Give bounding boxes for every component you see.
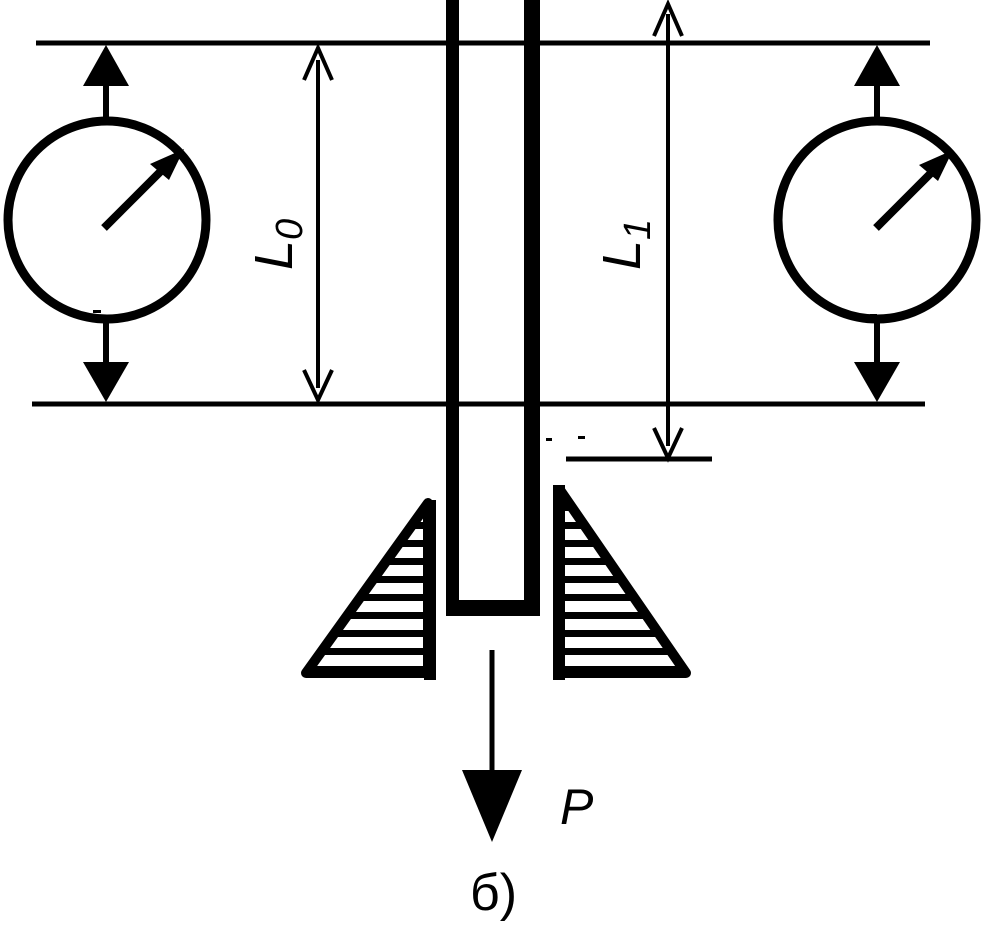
right-dial-gauge	[773, 45, 981, 402]
left-dial-gauge	[3, 45, 211, 402]
force-label: P	[560, 779, 594, 835]
right-down-arrow-icon	[854, 362, 900, 402]
l1-label: L1	[592, 219, 659, 270]
left-grip-wedge	[301, 498, 436, 680]
left-up-arrow-icon	[83, 45, 129, 86]
left-down-arrow-icon	[83, 362, 129, 402]
scan-mark	[578, 436, 585, 439]
right-grip-wedge	[553, 485, 691, 680]
scan-mark	[546, 438, 552, 441]
right-up-arrow-icon	[854, 45, 900, 86]
force-arrow	[462, 650, 522, 842]
l0-label: L0	[244, 219, 311, 270]
force-arrow-head-icon	[462, 770, 522, 842]
l0-dimension-arrow	[302, 43, 334, 405]
specimen	[446, 0, 540, 616]
l1-dimension-arrow	[566, 0, 712, 463]
figure-caption: б)	[470, 864, 517, 922]
